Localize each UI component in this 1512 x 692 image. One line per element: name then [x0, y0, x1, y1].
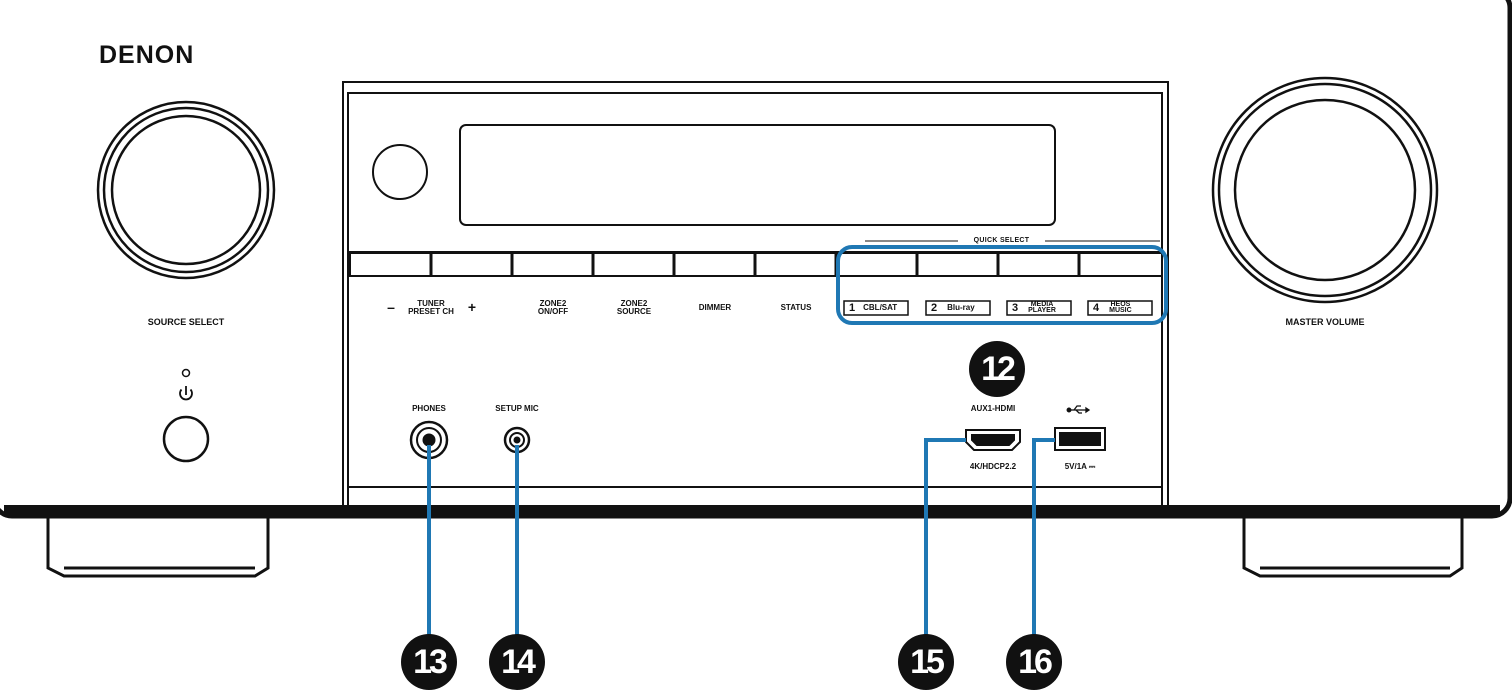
tuner-minus-label: –: [387, 299, 395, 315]
power-icon: [179, 386, 193, 401]
source-select-label: SOURCE SELECT: [147, 317, 225, 327]
callout-lines: [427, 438, 1055, 640]
zone2-source-line2: SOURCE: [616, 307, 652, 316]
quick-select-3-num: 3: [1012, 301, 1019, 314]
zone2-onoff-line1: ZONE2: [539, 299, 567, 308]
right-foot: [1242, 515, 1464, 578]
quick-select-3: 3 MEDIA PLAYER: [1009, 301, 1069, 314]
callout-14: 14: [489, 634, 545, 690]
ir-sensor: [372, 144, 428, 200]
tuner-plus-label: +: [467, 299, 477, 315]
quick-select-4-num: 4: [1093, 301, 1100, 314]
master-volume-label: MASTER VOLUME: [1285, 317, 1365, 327]
tuner-label-line1: TUNER: [417, 299, 445, 308]
callout-12: 12: [969, 341, 1025, 397]
dimmer-label: DIMMER: [698, 303, 732, 312]
quick-select-2: 2 Blu-ray: [928, 302, 988, 314]
quick-select-4: 4 HEOS MUSIC: [1090, 301, 1150, 314]
chassis-bottom-edge: [4, 505, 1500, 515]
zone2-onoff-line2: ON/OFF: [537, 307, 569, 316]
usb-power-label: 5V/1A ⎓: [1064, 462, 1096, 471]
master-volume-knob: [1211, 76, 1439, 304]
usb-icon: [1066, 405, 1091, 414]
quick-select-3-label-line1: MEDIA: [1030, 301, 1054, 308]
callout-13: 13: [401, 634, 457, 690]
quick-select-2-num: 2: [931, 301, 938, 314]
quick-select-2-label: Blu-ray: [947, 303, 975, 312]
tuner-label: TUNER PRESET CH: [400, 300, 462, 316]
quick-select-title: QUICK SELECT: [973, 237, 1030, 244]
phones-label: PHONES: [412, 404, 446, 413]
callout-16: 16: [1006, 634, 1062, 690]
status-label: STATUS: [780, 303, 812, 312]
left-foot: [46, 515, 270, 578]
tuner-label-line2: PRESET CH: [408, 307, 454, 316]
source-select-knob: [96, 100, 276, 280]
quick-select-1-label: CBL/SAT: [863, 303, 898, 312]
quick-select-boxes: [843, 300, 1153, 316]
quick-select-highlight: [836, 245, 1168, 325]
hdmi-label: AUX1-HDMI: [970, 404, 1016, 413]
zone2-source-label: ZONE2 SOURCE: [603, 300, 665, 316]
setup-mic-label: SETUP MIC: [495, 404, 539, 413]
standby-indicator: [181, 368, 191, 378]
quick-select-4-label-line1: HEOS: [1110, 301, 1131, 308]
hdmi-spec-label: 4K/HDCP2.2: [969, 462, 1017, 471]
quick-select-4-label: HEOS MUSIC: [1109, 301, 1132, 314]
brand-logo: DENON: [99, 41, 195, 69]
zone2-onoff-label: ZONE2 ON/OFF: [522, 300, 584, 316]
front-display: [459, 124, 1056, 226]
quick-select-4-label-line2: MUSIC: [1109, 307, 1132, 314]
button-bar: [349, 252, 1163, 277]
quick-select-1-num: 1: [849, 301, 856, 314]
callout-15: 15: [898, 634, 954, 690]
quick-select-3-label: MEDIA PLAYER: [1028, 301, 1056, 314]
zone2-source-line1: ZONE2: [620, 299, 648, 308]
quick-select-3-label-line2: PLAYER: [1028, 307, 1056, 314]
power-button: [162, 415, 210, 463]
quick-select-1: 1 CBL/SAT: [846, 302, 906, 314]
